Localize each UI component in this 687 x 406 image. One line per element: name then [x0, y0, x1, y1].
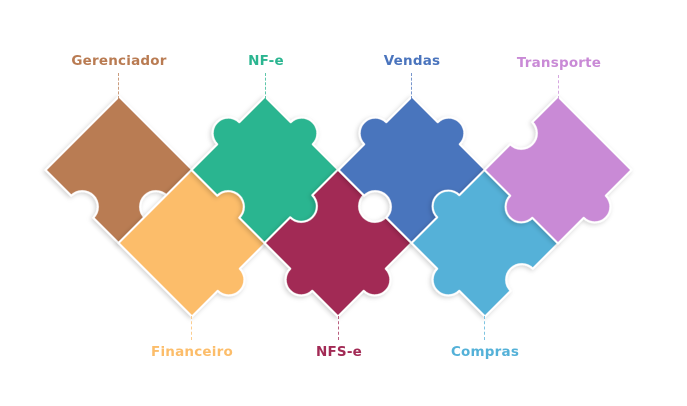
leader-line-nfse — [338, 316, 339, 340]
leader-line-nfe — [265, 73, 266, 99]
leader-line-transporte — [558, 75, 559, 99]
leader-line-gerenciador — [118, 73, 119, 99]
label-nfse: NFS-e — [315, 344, 363, 360]
leader-line-compras — [484, 316, 485, 340]
label-financeiro: Financeiro — [151, 344, 233, 360]
label-transporte: Transporte — [516, 55, 602, 71]
puzzle-piece-transporte — [483, 95, 633, 245]
leader-line-financeiro — [191, 316, 192, 340]
leader-line-vendas — [411, 73, 412, 99]
label-vendas: Vendas — [383, 53, 441, 69]
label-gerenciador: Gerenciador — [71, 53, 167, 69]
label-compras: Compras — [450, 344, 520, 360]
label-nfe: NF-e — [248, 53, 284, 69]
